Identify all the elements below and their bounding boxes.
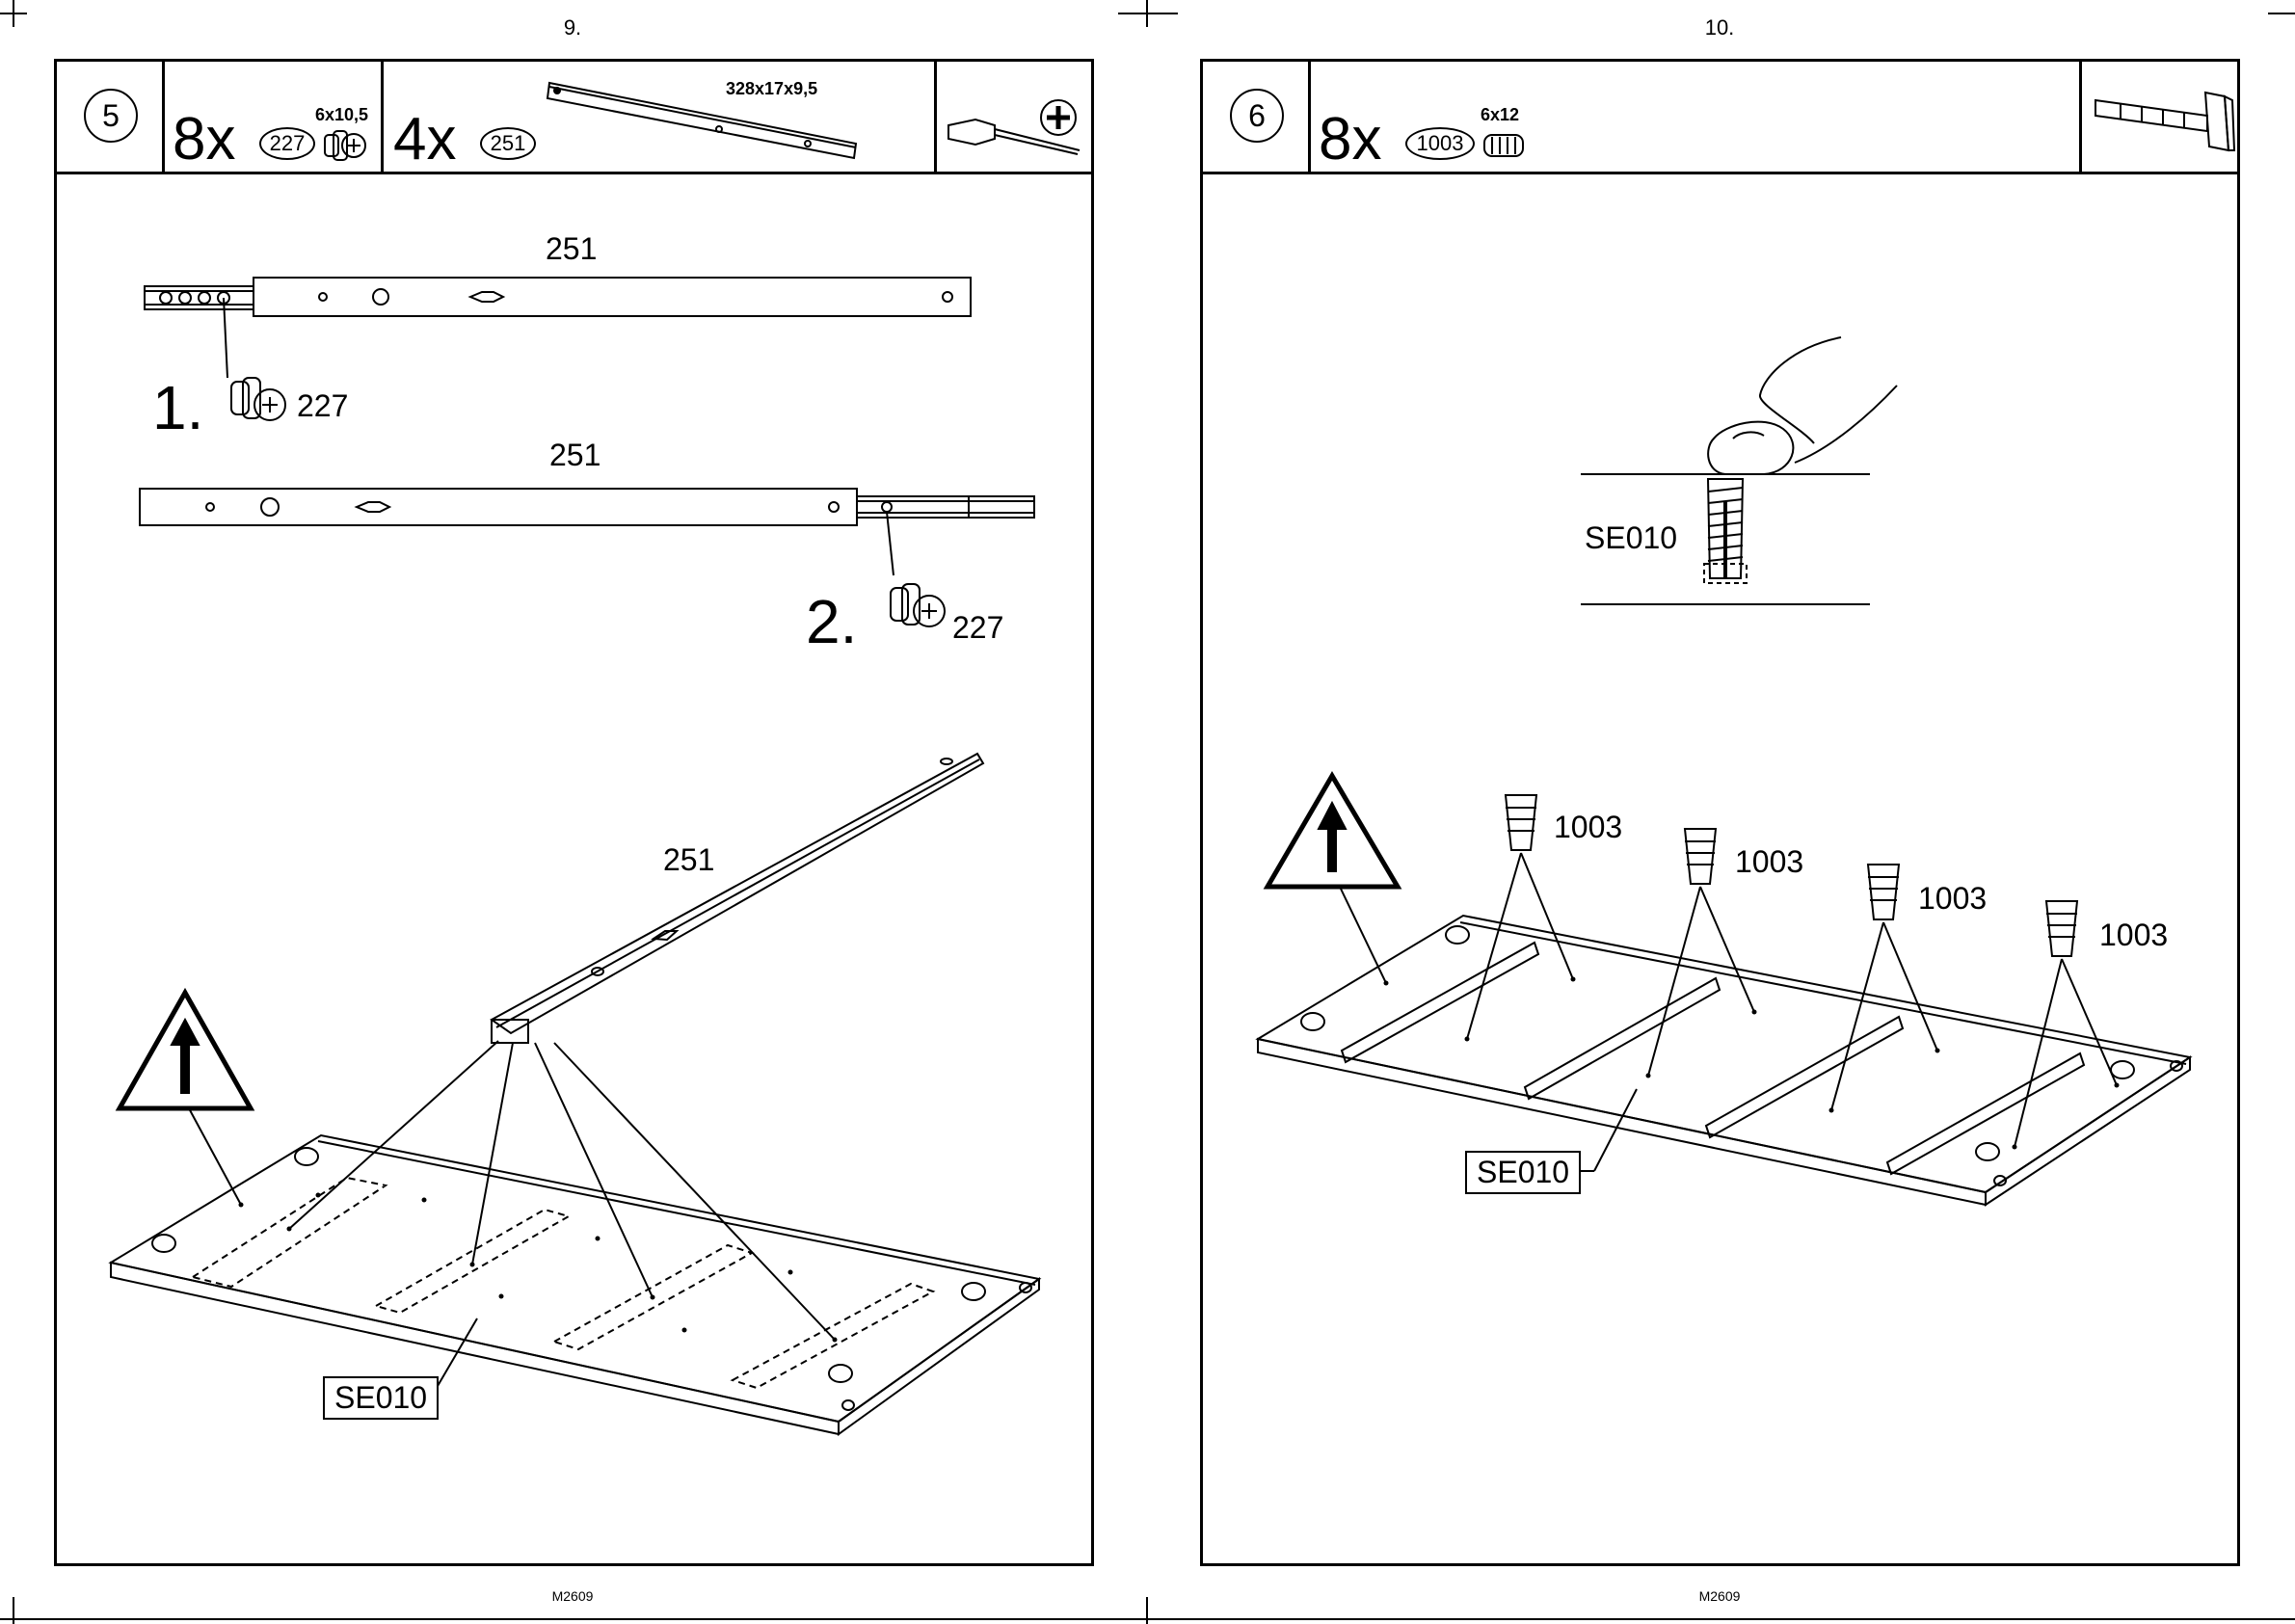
dowel-1003-3	[1868, 865, 1899, 919]
label-panel: SE010	[1465, 1151, 1581, 1194]
label-detail-panel: SE010	[1585, 520, 1677, 556]
dowel-1003-4	[2046, 901, 2077, 956]
label-dowel-1: 1003	[1554, 810, 1622, 845]
footer-code: M2609	[1623, 1588, 1816, 1604]
label-dowel-4: 1003	[2099, 918, 2168, 953]
label-dowel-3: 1003	[1918, 881, 1987, 917]
dowel-1003-2	[1685, 829, 1716, 884]
dowel-1003-1	[1506, 795, 1536, 850]
label-dowel-2: 1003	[1735, 844, 1803, 880]
finger	[1708, 422, 1793, 474]
